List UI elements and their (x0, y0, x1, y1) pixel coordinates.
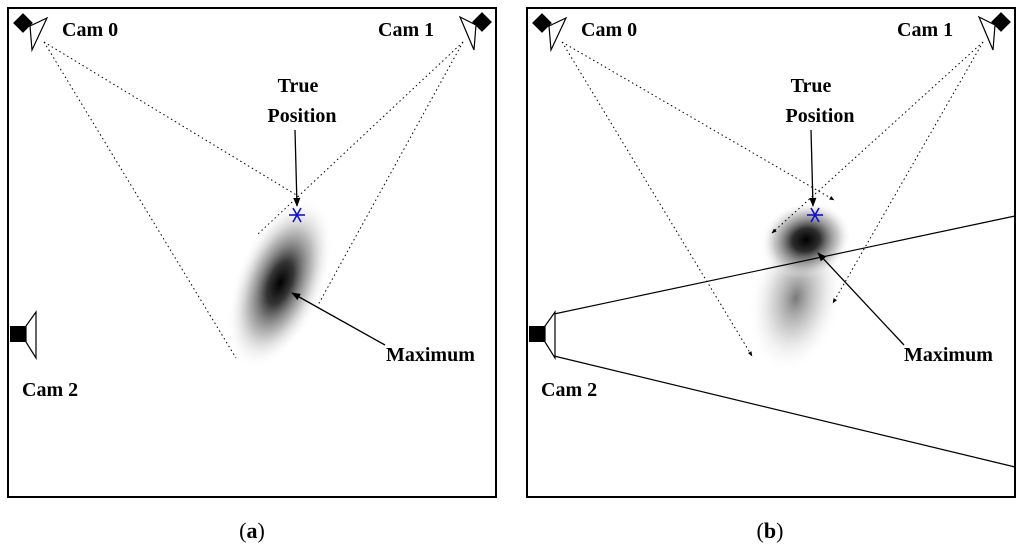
panel-a-maximum-label: Maximum (386, 344, 475, 366)
panel-a-frame (7, 7, 497, 498)
panel-b-cam2-icon (529, 310, 556, 361)
panel-a: Cam 0 Cam 1 Cam 2 True Position Maximum (7, 7, 497, 498)
panel-b-view-lines (561, 41, 984, 357)
panel-a-cam2-label: Cam 2 (22, 379, 78, 401)
panel-b-true-position-marker (807, 207, 823, 223)
panel-a-caption: (a) (239, 518, 265, 543)
panel-b-caption: (b) (757, 518, 784, 543)
panel-b-cam1-label: Cam 1 (897, 19, 953, 41)
panel-a-likelihood-blob (227, 197, 333, 369)
panel-a-cam1-icon (458, 12, 492, 51)
panel-a-true-position-label-line2: Position (268, 105, 337, 127)
panel-b-cam2-view-cone (553, 215, 1016, 468)
panel-b-cam1-icon (977, 12, 1011, 51)
panel-a-caption-letter: a (247, 518, 258, 543)
panel-a-true-position-label-line1: True (278, 75, 319, 97)
panel-b-cam2-label: Cam 2 (541, 379, 597, 401)
panel-b-likelihood-blob (760, 201, 852, 279)
panel-a-cam1-label: Cam 1 (378, 19, 434, 41)
panel-a-true-position-arrow (293, 129, 301, 207)
panel-b-cam0-label: Cam 0 (581, 19, 637, 41)
panel-b-cam0-icon (532, 13, 568, 53)
panel-a-cam0-icon (13, 13, 49, 53)
panel-a-cam2-icon (10, 310, 37, 361)
panel-b-caption-letter: b (764, 518, 776, 543)
panel-a-cam0-label: Cam 0 (62, 19, 118, 41)
panel-b-true-position-arrow (809, 129, 817, 207)
panel-b: Cam 0 Cam 1 Cam 2 True Position Maximum (526, 7, 1016, 498)
panel-b-maximum-label: Maximum (904, 344, 993, 366)
panel-b-frame (526, 7, 1016, 498)
panel-a-true-position-marker (289, 207, 305, 223)
panel-b-true-position-label-line1: True (791, 75, 832, 97)
panel-b-true-position-label-line2: Position (786, 105, 855, 127)
panel-b-maximum-arrow (817, 252, 905, 346)
panel-a-maximum-arrow (291, 292, 386, 346)
